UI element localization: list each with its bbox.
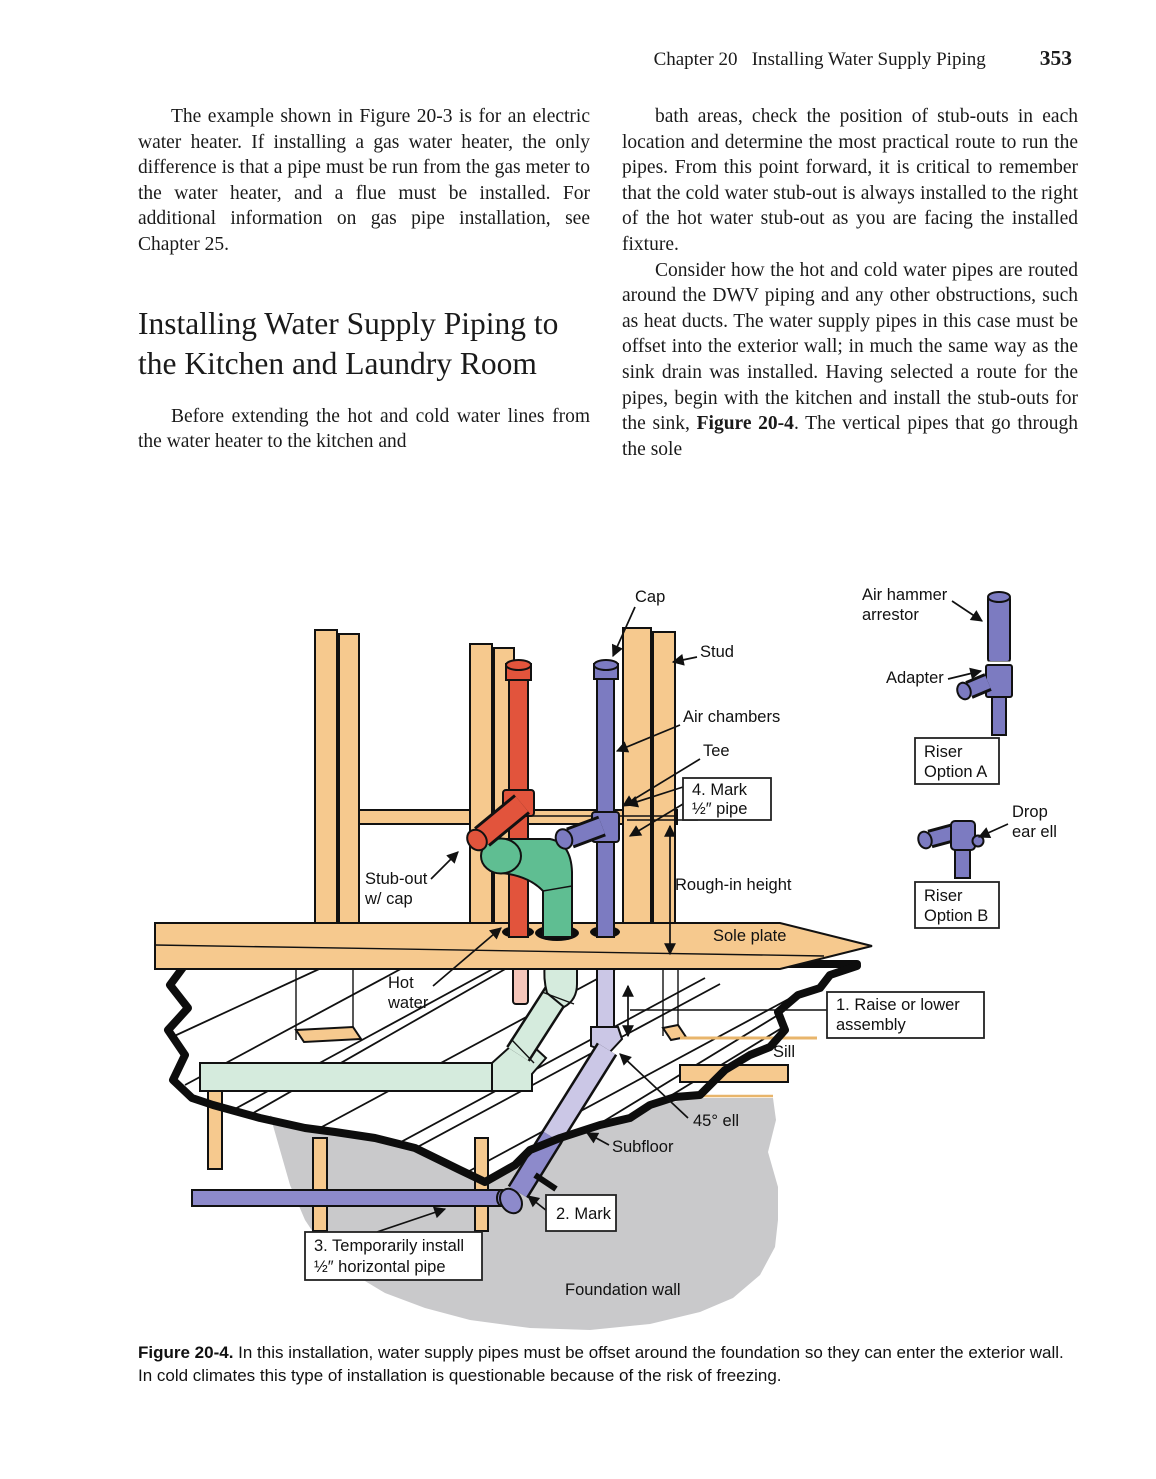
cold-water-pipe [554,659,620,938]
svg-text:3. Temporarily install: 3. Temporarily install [314,1237,464,1255]
label-stud: Stud [700,643,734,661]
label-stub-out-2: w/ cap [364,890,413,908]
label-stub-out-1: Stub-out [365,870,428,888]
air-hammer-arrestor [987,595,1011,663]
callout-mark-2: 2. Mark [545,1194,617,1232]
svg-text:Riser: Riser [924,743,963,761]
figure-reference: Figure 20-4 [696,413,794,435]
figure-caption-text: In this installation, water supply pipes… [138,1343,1064,1385]
broken-floor-edge [164,958,861,1186]
paragraph-consider-start: Consider how the hot and cold water pipe… [622,259,1078,435]
callout-mark-half-inch-pipe: 4. Mark ½″ pipe [682,777,772,821]
label-cap: Cap [635,588,665,606]
label-45-ell: 45° ell [693,1112,739,1130]
dwv-pipe-below-floor [199,963,578,1092]
callout-raise-or-lower: 1. Raise or lower assembly [826,991,985,1039]
raise-lower-dimension [622,984,827,1038]
label-air-hammer-1: Air hammer [862,586,948,604]
leader-lines [376,600,1009,1233]
callout-riser-option-b: Riser Option B [914,881,1000,929]
label-rough-in-height: Rough-in height [675,876,792,894]
hot-water-stub-out [466,794,530,852]
running-title: Chapter 20 Installing Water Supply Pipin… [653,49,986,70]
label-hot-water-2: water [387,994,429,1012]
label-foundation-wall: Foundation wall [565,1281,681,1299]
temporary-horizontal-pipe [191,1189,508,1207]
svg-text:½″ horizontal pipe: ½″ horizontal pipe [314,1258,446,1276]
svg-text:Option B: Option B [924,907,988,925]
svg-text:4. Mark: 4. Mark [692,781,748,799]
paragraph-bath-areas: bath areas, check the position of stub-o… [622,106,1078,255]
svg-text:Riser: Riser [924,887,963,905]
callout-temporarily-install: 3. Temporarily install ½″ horizontal pip… [304,1231,483,1281]
figure-20-4-diagram: Cap Stud Air chambers Tee Air hammer arr… [154,586,1057,1330]
dwv-drain-pipe [480,837,573,938]
svg-text:1. Raise or lower: 1. Raise or lower [836,996,960,1014]
paragraph-before-extending: Before extending the hot and cold water … [138,405,590,453]
label-air-hammer-2: arrestor [862,606,919,624]
svg-text:Option A: Option A [924,763,987,781]
label-drop-ear-2: ear ell [1012,823,1057,841]
right-column: bath areas, check the position of stub-o… [622,104,1078,462]
adapter-fitting [985,664,1013,698]
svg-text:2. Mark: 2. Mark [556,1205,612,1223]
riser-option-b-assembly [917,820,985,879]
pipe-mark-band [533,1172,558,1192]
label-drop-ear-1: Drop [1012,803,1048,821]
label-subfloor: Subfloor [612,1138,674,1156]
svg-text:½″ pipe: ½″ pipe [692,800,747,818]
label-hot-water-1: Hot [388,974,414,992]
page-header: Chapter 20 Installing Water Supply Pipin… [138,46,1072,71]
paragraph-consider: Consider how the hot and cold water pipe… [622,258,1078,463]
label-sole-plate: Sole plate [713,927,786,945]
paragraph-consider-end: . The vertical pipes that go through the… [622,413,1078,460]
page-number: 353 [1039,46,1072,70]
label-adapter: Adapter [886,669,944,687]
callout-riser-option-a: Riser Option A [914,737,1000,785]
figure-caption: Figure 20-4. In this installation, water… [138,1342,1080,1387]
paragraph-gas-heater: The example shown in Figure 20-3 is for … [138,106,590,255]
figure-caption-label: Figure 20-4. [138,1343,234,1362]
svg-text:assembly: assembly [836,1016,906,1034]
foundation-posts [207,1072,489,1232]
label-sill: Sill [773,1043,795,1061]
section-heading: Installing Water Supply Piping to the Ki… [138,305,559,381]
riser-option-a-assembly [956,591,1013,736]
hot-water-stub-below-floor [512,965,529,1005]
label-air-chambers: Air chambers [683,708,780,726]
left-column: The example shown in Figure 20-3 is for … [138,104,590,455]
label-tee: Tee [703,742,730,760]
drop-ear-ell [950,820,976,851]
